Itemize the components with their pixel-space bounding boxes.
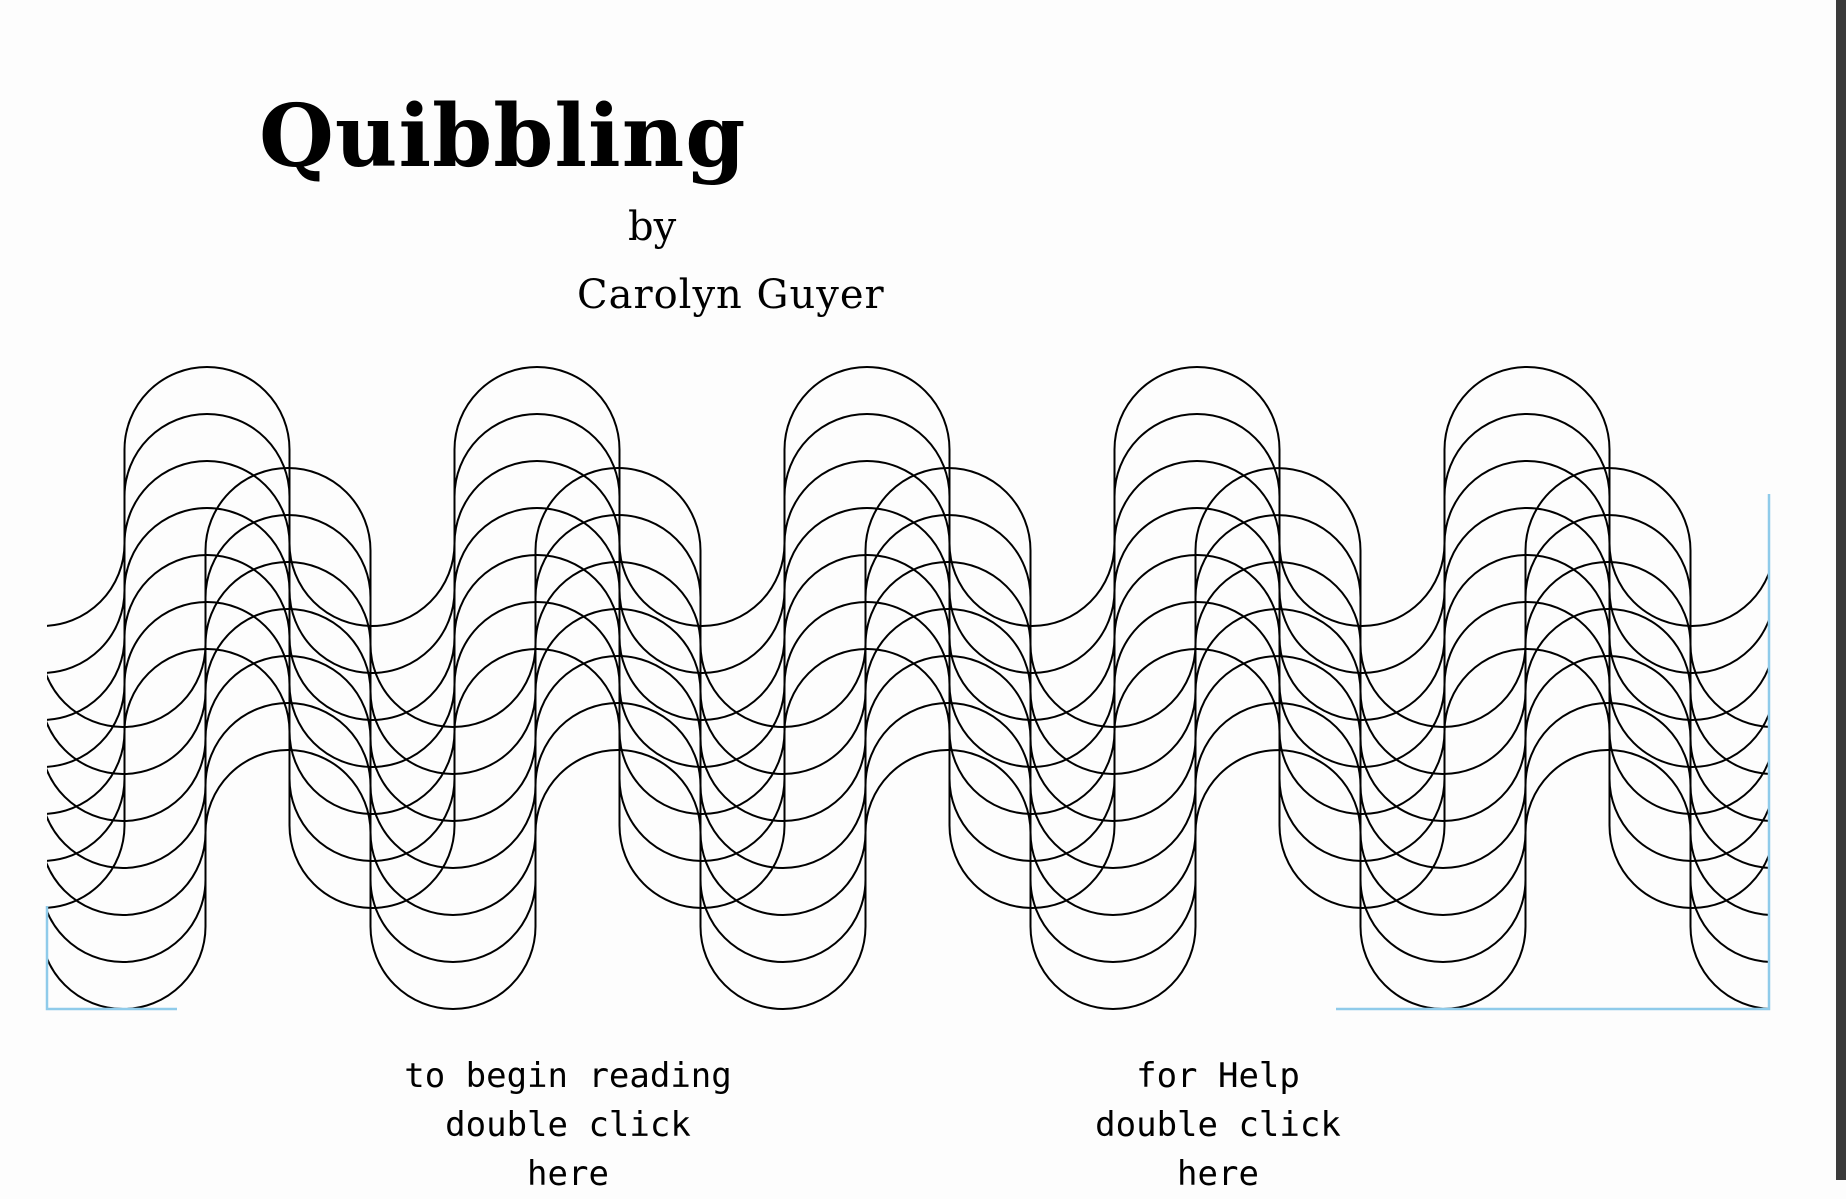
wave-line <box>47 514 1769 775</box>
begin-reading-label: to begin reading <box>404 1056 732 1096</box>
wave-line <box>47 460 1769 721</box>
begin-reading-instruction: double click here <box>445 1105 691 1194</box>
wave-line <box>47 601 1769 862</box>
window-edge <box>1836 0 1846 1180</box>
wave-line <box>47 655 1769 916</box>
help-instruction: double click here <box>1095 1105 1341 1194</box>
wave-line <box>47 702 1769 963</box>
wave-line <box>47 413 1769 674</box>
wave-line <box>47 554 1769 815</box>
begin-reading-link[interactable]: to begin reading double click here <box>398 1052 738 1199</box>
help-link[interactable]: for Help double click here <box>1048 1052 1388 1199</box>
frame-corner-lines <box>45 494 1771 1011</box>
story-title: Quibbling <box>259 86 747 187</box>
wave-line <box>47 561 1769 822</box>
wave-line <box>47 507 1769 768</box>
author-name: Carolyn Guyer <box>577 272 885 318</box>
frame-right-corner <box>1336 494 1771 1011</box>
wave-line <box>47 749 1769 1010</box>
help-label: for Help <box>1136 1056 1300 1096</box>
wave-line <box>47 648 1769 909</box>
wave-line <box>47 366 1769 627</box>
wave-line <box>47 608 1769 869</box>
frame-left-corner <box>45 906 177 1011</box>
byline: by <box>628 204 677 250</box>
